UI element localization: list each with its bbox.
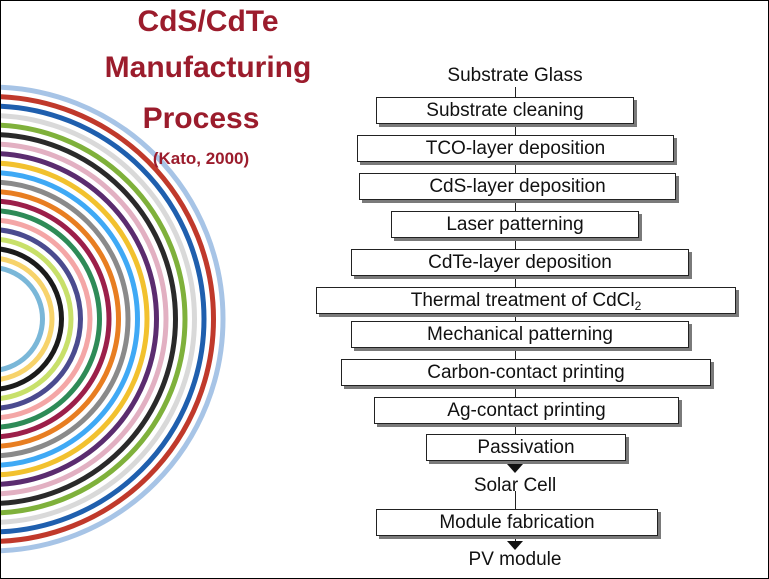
title-line-3: Process: [142, 102, 260, 135]
ring-arc: [1, 84, 226, 554]
ring-arc: [1, 132, 178, 506]
ring-arc: [1, 265, 45, 373]
down-arrow-icon: [507, 464, 523, 473]
ring-arc: [1, 246, 64, 392]
ring-arc: [1, 237, 74, 401]
ring-arc: [1, 208, 102, 430]
step-cds-deposition: CdS-layer deposition: [359, 173, 676, 200]
step-substrate-cleaning: Substrate cleaning: [376, 97, 634, 124]
ring-arc: [1, 151, 159, 487]
ring-arc: [1, 141, 169, 497]
step-module-fabrication: Module fabrication: [376, 509, 658, 536]
ring-arc: [1, 122, 188, 516]
ring-arc: [1, 94, 216, 544]
solar-cell-label: Solar Cell: [473, 475, 557, 496]
step-mechanical-patterning: Mechanical patterning: [351, 321, 689, 348]
ring-arc: [1, 179, 131, 459]
subscript-2: 2: [634, 299, 642, 313]
title-line-1: CdS/CdTe: [137, 5, 279, 38]
step-carbon-contact-printing: Carbon-contact printing: [341, 359, 711, 386]
title-citation: (Kato, 2000): [152, 149, 250, 168]
ring-arc: [1, 218, 93, 420]
ring-arc: [1, 256, 55, 382]
concentric-rings-decoration: [1, 84, 226, 554]
ring-arc: [1, 227, 83, 411]
title-line-2: Manufacturing: [104, 51, 312, 84]
step-tco-deposition: TCO-layer deposition: [357, 135, 674, 162]
start-label: Substrate Glass: [447, 65, 583, 86]
ring-arc: [1, 170, 140, 468]
end-label: PV module: [468, 549, 562, 570]
thermal-treatment-text: Thermal treatment of CdCl: [410, 290, 635, 311]
ring-arc: [1, 103, 207, 535]
step-ag-contact-printing: Ag-contact printing: [374, 397, 679, 424]
step-thermal-treatment: Thermal treatment of CdCl2: [316, 287, 736, 314]
step-passivation: Passivation: [426, 434, 626, 461]
step-cdte-deposition: CdTe-layer deposition: [351, 249, 689, 276]
step-laser-patterning: Laser patterning: [391, 211, 639, 238]
ring-arc: [1, 113, 197, 525]
ring-arc: [1, 160, 150, 478]
ring-arc: [1, 198, 112, 440]
flow-connector-lower: [515, 491, 516, 519]
down-arrow-icon: [507, 541, 523, 550]
ring-arc: [1, 189, 121, 449]
